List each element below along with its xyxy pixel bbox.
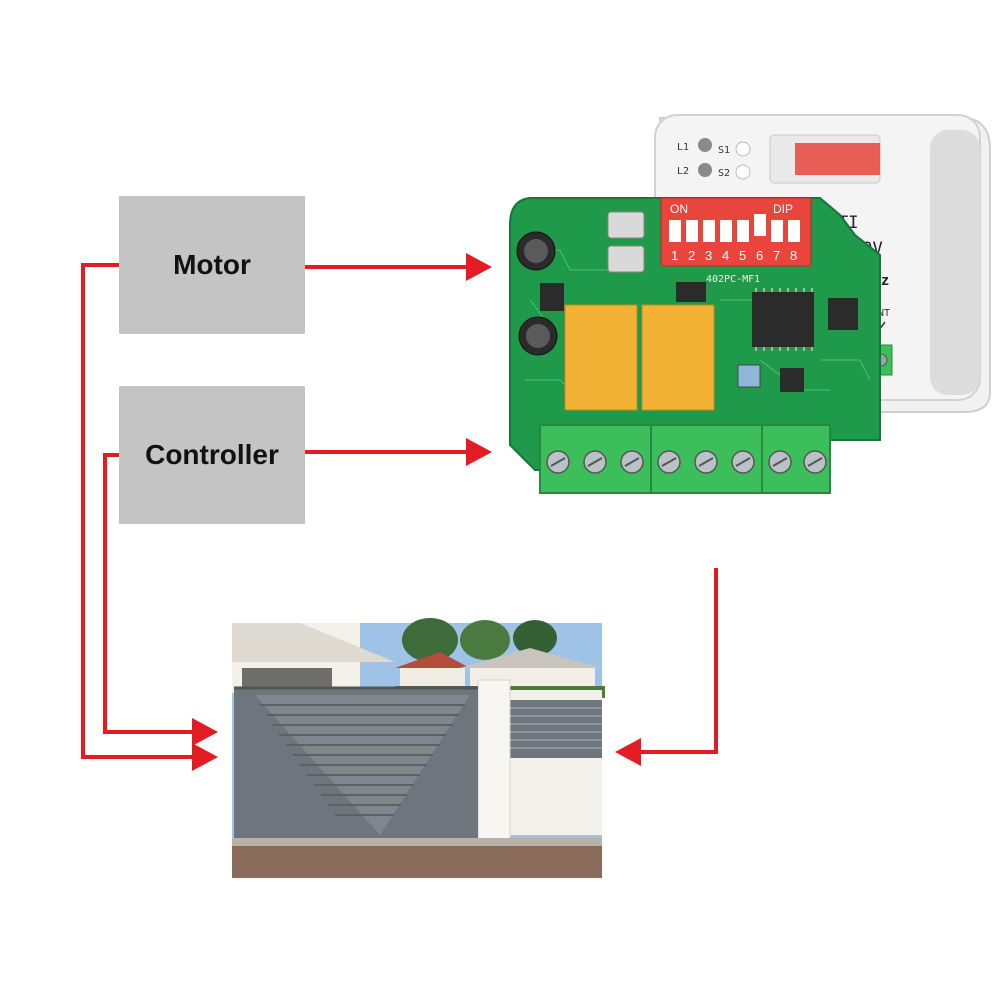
receiver-to-gate-line (640, 568, 718, 754)
dip-switch[interactable] (660, 197, 812, 267)
dip-number-2: 2 (688, 248, 695, 263)
receiver-to-gate-arrowhead (615, 738, 641, 766)
led-l1-label: L1 (677, 142, 689, 153)
dip-number-8: 8 (790, 248, 797, 263)
ic-chip (752, 292, 814, 347)
relay-1 (564, 304, 638, 411)
led-l2-label: L2 (677, 166, 689, 177)
controller-label: Controller (145, 439, 279, 470)
dip-label: DIP (773, 202, 793, 216)
dip-number-5: 5 (739, 248, 746, 263)
motor-box: Motor (119, 196, 305, 334)
dip-number-4: 4 (722, 248, 729, 263)
controller-to-gate-arrowhead (192, 718, 218, 746)
controller-to-gate-line (103, 453, 195, 734)
led-l2-icon (698, 163, 712, 177)
board-model-label: 402PC-MF1 (706, 274, 760, 285)
receiver-device: L1 L2 S1 S2 TI 30V MHz ANT (509, 114, 991, 494)
switch-s1-icon[interactable] (735, 141, 751, 157)
dip-number-6: 6 (756, 248, 763, 263)
controller-to-receiver-arrowhead (466, 438, 492, 466)
switch-s2-icon[interactable] (735, 164, 751, 180)
dip-on-label: ON (670, 202, 688, 216)
gate-photo (232, 618, 605, 878)
led-l1-icon (698, 138, 712, 152)
motor-label: Motor (173, 249, 251, 280)
motor-to-receiver-arrowhead (466, 253, 492, 281)
connector-lines (81, 263, 718, 759)
dip-number-3: 3 (705, 248, 712, 263)
dip-number-1: 1 (671, 248, 678, 263)
dip-number-7: 7 (773, 248, 780, 263)
motor-to-gate-arrowhead (192, 743, 218, 771)
relay-2 (641, 304, 715, 411)
switch-s2-label: S2 (718, 168, 730, 179)
motor-to-gate-line (81, 263, 195, 759)
antenna-label: ANT (872, 308, 890, 319)
controller-box: Controller (119, 386, 305, 524)
switch-s1-label: S1 (718, 145, 730, 156)
